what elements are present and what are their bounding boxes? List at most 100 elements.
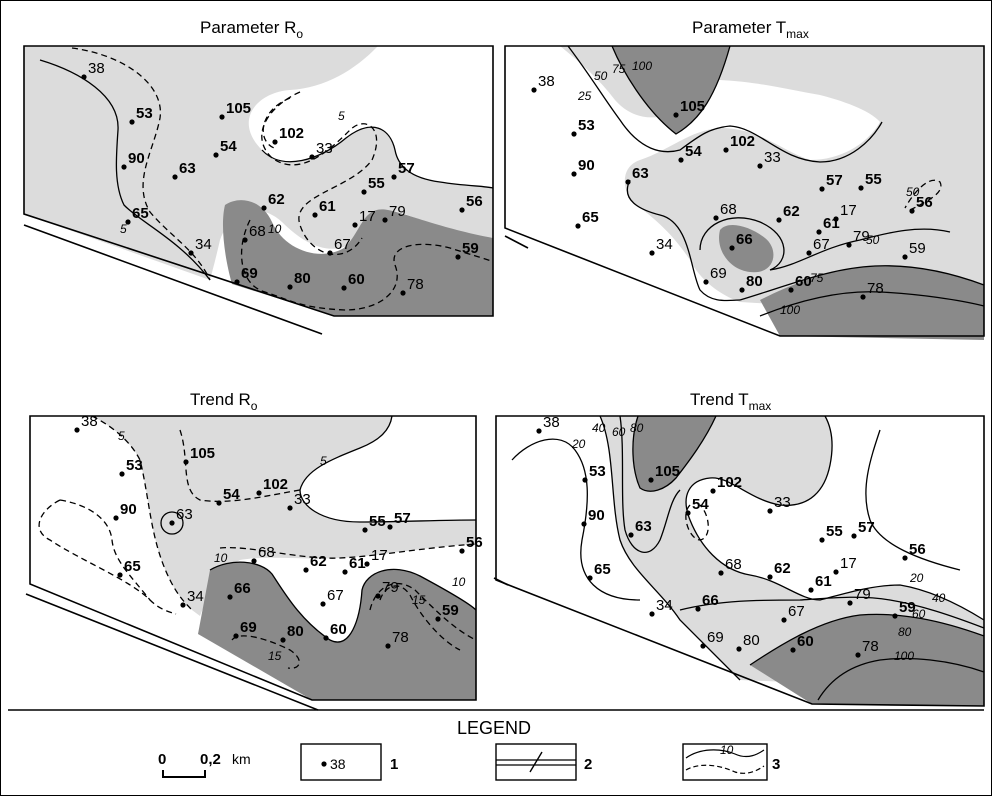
contour-dashed [904,179,942,211]
legend-number: 3 [772,756,780,773]
contour-dashed [179,429,301,503]
well-point: 66 [729,231,753,251]
well-point: 60 [323,621,347,641]
well-point: 63 [172,160,196,180]
well-point: 57 [851,519,875,539]
contour-label: 50 [866,233,880,247]
well-label: 61 [815,573,832,590]
well-label: 80 [287,623,304,640]
well-dot [757,163,763,169]
contour-label: 80 [630,421,644,435]
contour-label: 100 [632,59,652,73]
well-dot [287,284,293,290]
well-point: 38 [81,60,105,80]
legend-item-1: 38 1 [300,743,398,781]
contour-dashed [59,499,151,601]
well-point: 102 [256,476,288,496]
well-dot [327,250,333,256]
well-dot [649,250,655,256]
contour-solid [632,415,717,492]
contour-dashed [219,543,477,559]
well-dot [233,633,239,639]
well-point: 80 [736,632,760,652]
contour-solid [685,415,985,621]
well-label: 34 [656,597,673,614]
well-point: 17 [833,202,857,222]
well-dot [833,569,839,575]
well-dot [361,189,367,195]
well-point: 61 [342,555,366,575]
well-label: 63 [179,160,196,177]
well-label: 59 [899,599,916,616]
well-label: 78 [392,629,409,646]
panel-title: Trend Tmax [690,390,771,413]
contour-dashed [231,635,300,669]
panel-trend-ro: Trend Ro 5 5 10 10 15 15 385390653410554… [25,390,483,711]
well-label: 60 [797,633,814,650]
well-point: 62 [776,203,800,223]
well-label: 105 [680,98,705,115]
well-label: 102 [730,133,755,150]
well-point: 62 [303,553,327,573]
contour-label: 100 [894,649,914,663]
well-label: 66 [736,231,753,248]
well-label: 65 [582,209,599,226]
well-label: 79 [854,586,871,603]
well-dot [628,532,634,538]
well-point: 67 [806,236,830,256]
contour-solid [759,291,985,317]
contour-solid [626,179,741,302]
well-label: 105 [190,445,215,462]
well-label: 33 [774,494,791,511]
well-label: 63 [176,506,193,523]
well-label: 69 [241,265,258,282]
well-dot [391,174,397,180]
well-label: 68 [725,556,742,573]
light-zone [92,416,476,616]
scale-bar: 0 0,2 km [158,751,251,778]
fault-line [493,577,509,586]
well-label: 53 [136,105,153,122]
well-point: 54 [213,138,237,158]
well-label: 57 [394,510,411,527]
well-dot [352,222,358,228]
well-point: 38 [531,73,555,93]
well-dot [341,285,347,291]
well-dot [234,279,240,285]
contour-label: 60 [612,425,626,439]
well-dot [587,575,593,581]
well-dot [261,205,267,211]
well-label: 78 [407,276,424,293]
panel-trend-tmax: Trend Tmax 20 40 60 80 20 40 60 80 100 3… [493,390,985,707]
well-label: 59 [462,240,479,257]
well-point: 61 [808,573,832,593]
well-point: 102 [272,125,304,145]
contour-label: 5 [118,429,125,443]
scale-value: 0,2 [200,751,221,768]
contour-solid [611,45,731,135]
well-dot [685,510,691,516]
well-label: 54 [223,486,240,503]
well-dot [455,254,461,260]
well-point: 61 [312,198,336,218]
well-dot [625,179,631,185]
well-point: 62 [261,191,285,211]
well-label: 63 [635,518,652,535]
well-label: 68 [720,201,737,218]
well-dot [571,131,577,137]
well-dot [575,223,581,229]
well-point: 38 [74,413,98,433]
well-label: 61 [319,198,336,215]
well-dot [323,635,329,641]
well-point: 54 [216,486,240,506]
well-dot [710,488,716,494]
well-label: 105 [655,463,680,480]
well-label: 80 [746,273,763,290]
well-label: 66 [702,592,719,609]
well-label: 102 [279,125,304,142]
well-dot [819,537,825,543]
well-dot [129,119,135,125]
well-dot [172,174,178,180]
well-dot [851,533,857,539]
well-point: 34 [649,597,673,617]
